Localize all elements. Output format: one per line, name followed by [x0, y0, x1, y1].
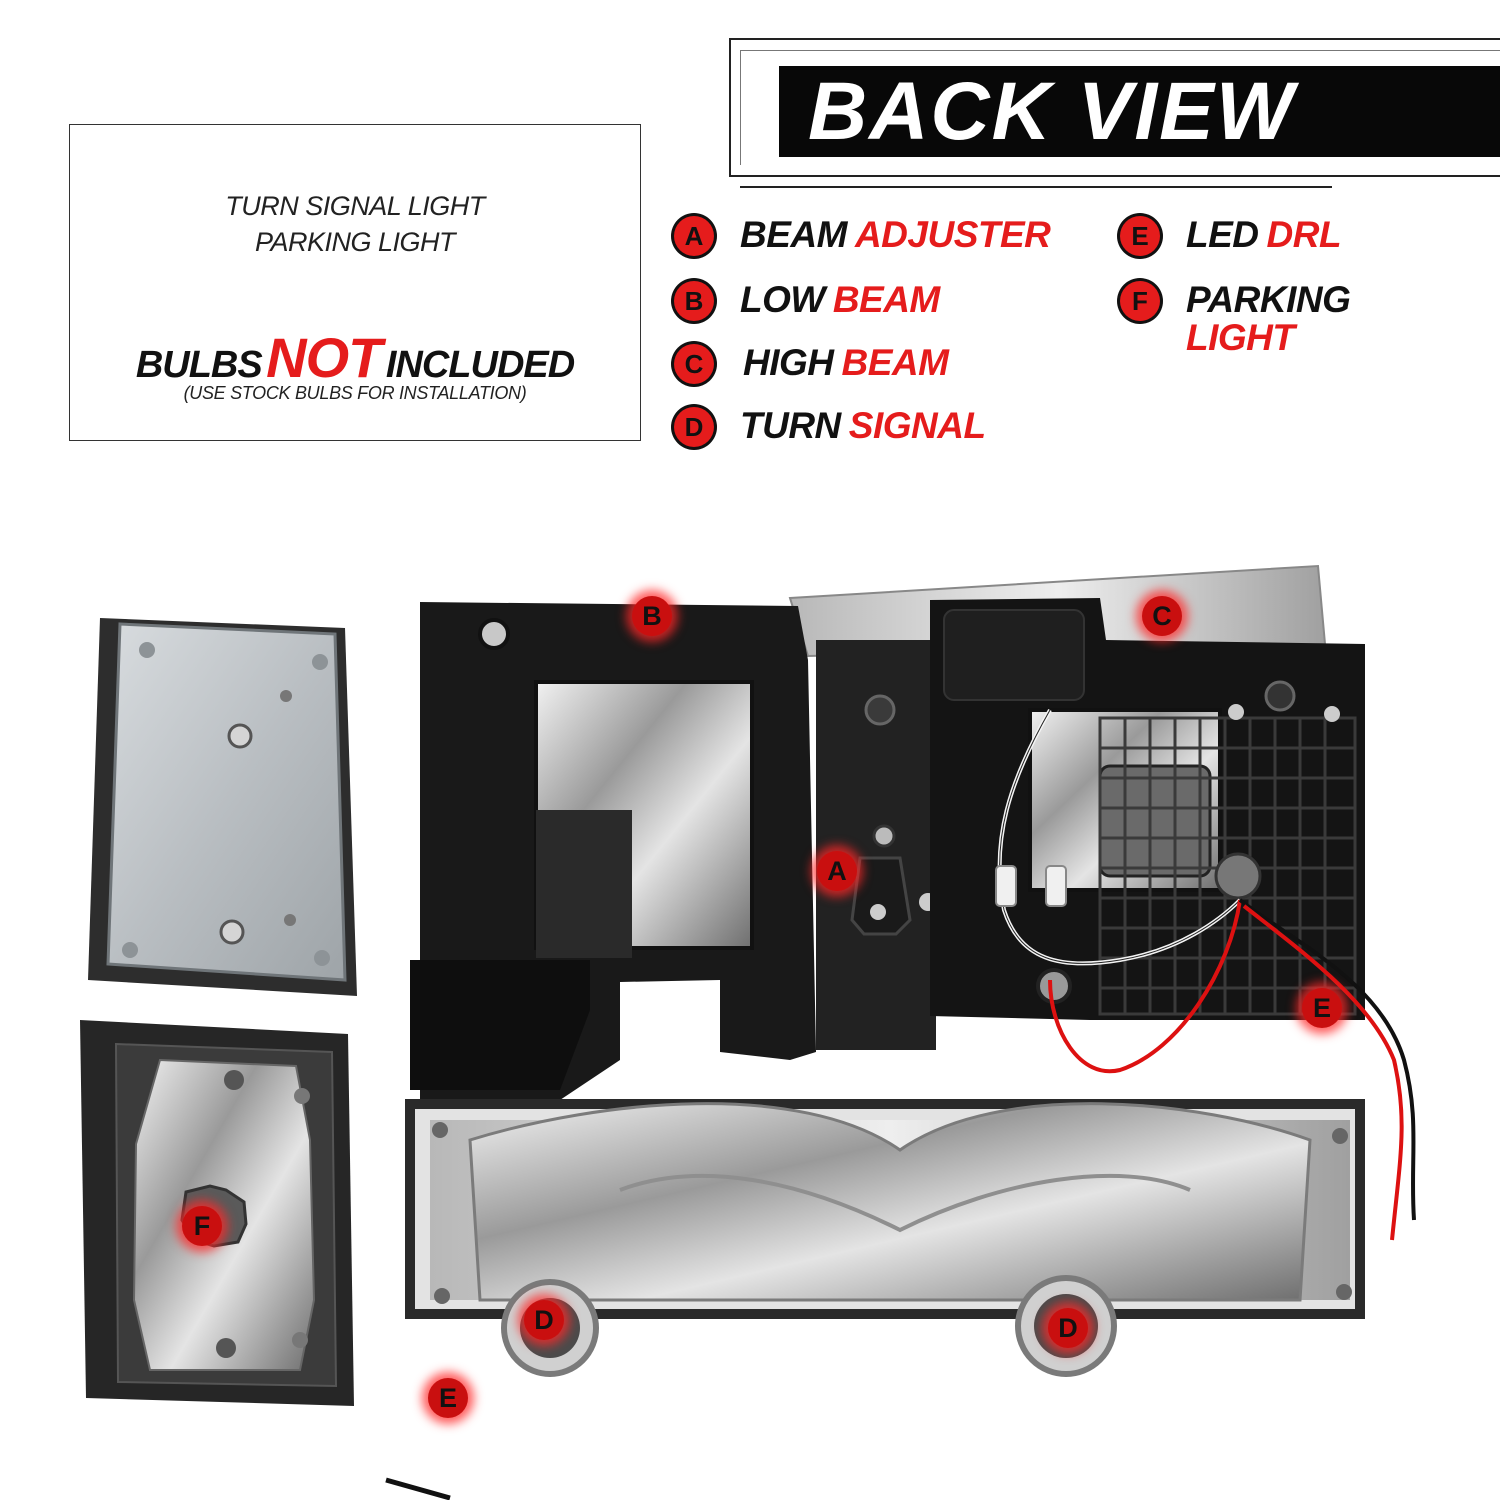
header-frame-outer [729, 38, 1500, 177]
legend-badge: A [674, 216, 714, 256]
turn-signal-housing [385, 1099, 1365, 1501]
info-line-parking: PARKING LIGHT [254, 227, 456, 257]
header-frame-inner [740, 50, 1500, 165]
header-bar [779, 66, 1500, 157]
product-figure: A B C D D E E F [0, 540, 1500, 1501]
marker-c: C [1142, 596, 1182, 636]
side-marker-bottom [80, 1020, 354, 1406]
side-marker-top [88, 618, 357, 996]
headlight-assembly-illustration [80, 564, 1416, 1501]
legend-badge: D [674, 407, 714, 447]
headlight-housing [410, 564, 1416, 1241]
info-box: TURN SIGNAL LIGHT PARKING LIGHT BULBS NO… [69, 124, 641, 441]
marker-d-right: D [1048, 1308, 1088, 1348]
heat-sink-grid [1098, 716, 1357, 1016]
bulbs-not-included: BULBS NOT INCLUDED [70, 325, 640, 390]
stock-bulbs-note: (USE STOCK BULBS FOR INSTALLATION) [183, 383, 527, 403]
legend-badge: F [1120, 281, 1160, 321]
marker-d-left: D [524, 1300, 564, 1340]
included-word: INCLUDED [385, 344, 575, 386]
legend-badge: B [674, 281, 714, 321]
legend-badge: E [1120, 216, 1160, 256]
not-word: NOT [266, 326, 382, 389]
marker-b: B [632, 596, 672, 636]
marker-e-top: E [1302, 988, 1342, 1028]
marker-a: A [817, 851, 857, 891]
header-underline [740, 186, 1332, 188]
legend-badge: C [674, 344, 714, 384]
bulbs-word: BULBS [135, 344, 263, 386]
info-line-turn-signal: TURN SIGNAL LIGHT [225, 191, 485, 221]
page-title: BACK VIEW [808, 66, 1296, 157]
marker-e-bottom: E [428, 1378, 468, 1418]
marker-f: F [182, 1206, 222, 1246]
